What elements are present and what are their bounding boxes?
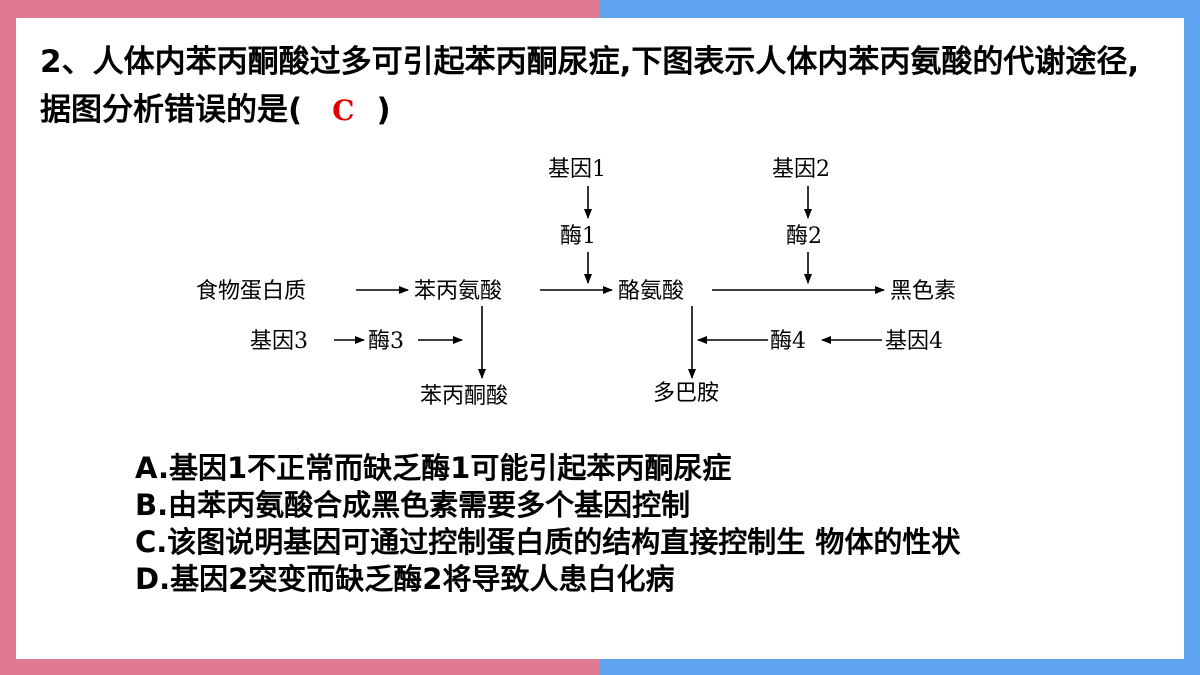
answer-options: A.基因1不正常而缺乏酶1可能引起苯丙酮尿症 B.由苯丙氨酸合成黑色素需要多个基… [135, 450, 1165, 598]
enzyme4-label: 酶4 [770, 329, 806, 354]
tyrosine-label: 酪氨酸 [618, 279, 684, 304]
frame-border-top-left [0, 0, 600, 18]
gene1-label: 基因1 [548, 157, 606, 182]
question-close-paren: ) [376, 92, 391, 128]
frame-border-right [1184, 0, 1200, 675]
frame-border-top-right [600, 0, 1200, 18]
option-a: A.基因1不正常而缺乏酶1可能引起苯丙酮尿症 [135, 451, 732, 485]
question-stem: 2、人体内苯丙酮酸过多可引起苯丙酮尿症,下图表示人体内苯丙氨酸的代谢途径,据图分… [40, 44, 1140, 128]
answer-mark: C [332, 94, 355, 127]
frame-border-bottom-left [0, 659, 600, 675]
option-c: C.该图说明基因可通过控制蛋白质的结构直接控制生 物体的性状 [135, 525, 961, 559]
gene3-label: 基因3 [250, 329, 308, 354]
gene2-label: 基因2 [772, 157, 830, 182]
frame-border-bottom-right [600, 659, 1200, 675]
enzyme1-label: 酶1 [560, 224, 596, 249]
gene4-label: 基因4 [885, 329, 943, 354]
phenylalanine-label: 苯丙氨酸 [414, 279, 502, 304]
enzyme2-label: 酶2 [786, 224, 822, 249]
melanin-label: 黑色素 [890, 279, 956, 304]
option-d: D.基因2突变而缺乏酶2将导致人患白化病 [135, 562, 675, 596]
option-b: B.由苯丙氨酸合成黑色素需要多个基因控制 [135, 488, 691, 522]
question-text: 2、人体内苯丙酮酸过多可引起苯丙酮尿症,下图表示人体内苯丙氨酸的代谢途径,据图分… [40, 38, 1170, 135]
frame-border-left [0, 0, 16, 675]
dopamine-label: 多巴胺 [653, 381, 719, 406]
phenylpyruvic-acid-label: 苯丙酮酸 [420, 384, 508, 409]
enzyme3-label: 酶3 [368, 329, 404, 354]
food-protein-label: 食物蛋白质 [196, 279, 306, 304]
